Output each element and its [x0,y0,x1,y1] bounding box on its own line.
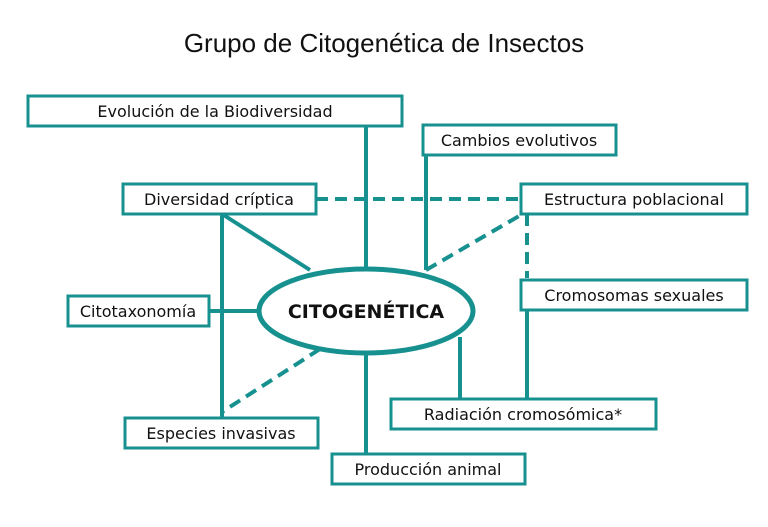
edge-center-especies [220,347,322,414]
node-radiacion-label: Radiación cromosómica* [424,405,622,424]
center-ellipse [256,266,476,356]
node-diversidad-label: Diversidad críptica [144,190,294,209]
edge-diversidad-center [220,212,312,272]
node-citotaxonomia-label: Citotaxonomía [80,302,196,321]
node-cromosomas: Cromosomas sexuales [519,278,749,312]
node-diversidad: Diversidad críptica [121,182,318,216]
node-radiacion-box [389,397,658,431]
node-evolucion: Evolución de la Biodiversidad [26,94,404,128]
node-diversidad-box [121,182,318,216]
node-especies: Especies invasivas [123,416,320,450]
node-evolucion-label: Evolución de la Biodiversidad [97,102,332,121]
diagram-title: Grupo de Citogenética de Insectos [184,28,584,58]
node-especies-label: Especies invasivas [146,424,295,443]
node-citotaxonomia: Citotaxonomía [66,294,211,328]
node-cambios-label: Cambios evolutivos [441,131,597,150]
connectors [209,126,529,454]
node-cambios: Cambios evolutivos [421,123,618,157]
node-estructura-label: Estructura poblacional [544,190,724,209]
center-label: CITOGENÉTICA [288,300,445,323]
node-citotaxonomia-box [66,294,211,328]
center-node: CITOGENÉTICA [256,266,476,356]
node-especies-box [123,416,320,450]
edge-center-estructura [424,210,528,272]
node-cromosomas-box [519,278,749,312]
node-cromosomas-label: Cromosomas sexuales [544,286,723,305]
node-produccion-box [330,452,527,486]
node-evolucion-box [26,94,404,128]
node-cambios-box [421,123,618,157]
node-estructura-box [519,182,749,216]
node-radiacion: Radiación cromosómica* [389,397,658,431]
node-produccion-label: Producción animal [355,460,502,479]
node-produccion: Producción animal [330,452,527,486]
node-estructura: Estructura poblacional [519,182,749,216]
